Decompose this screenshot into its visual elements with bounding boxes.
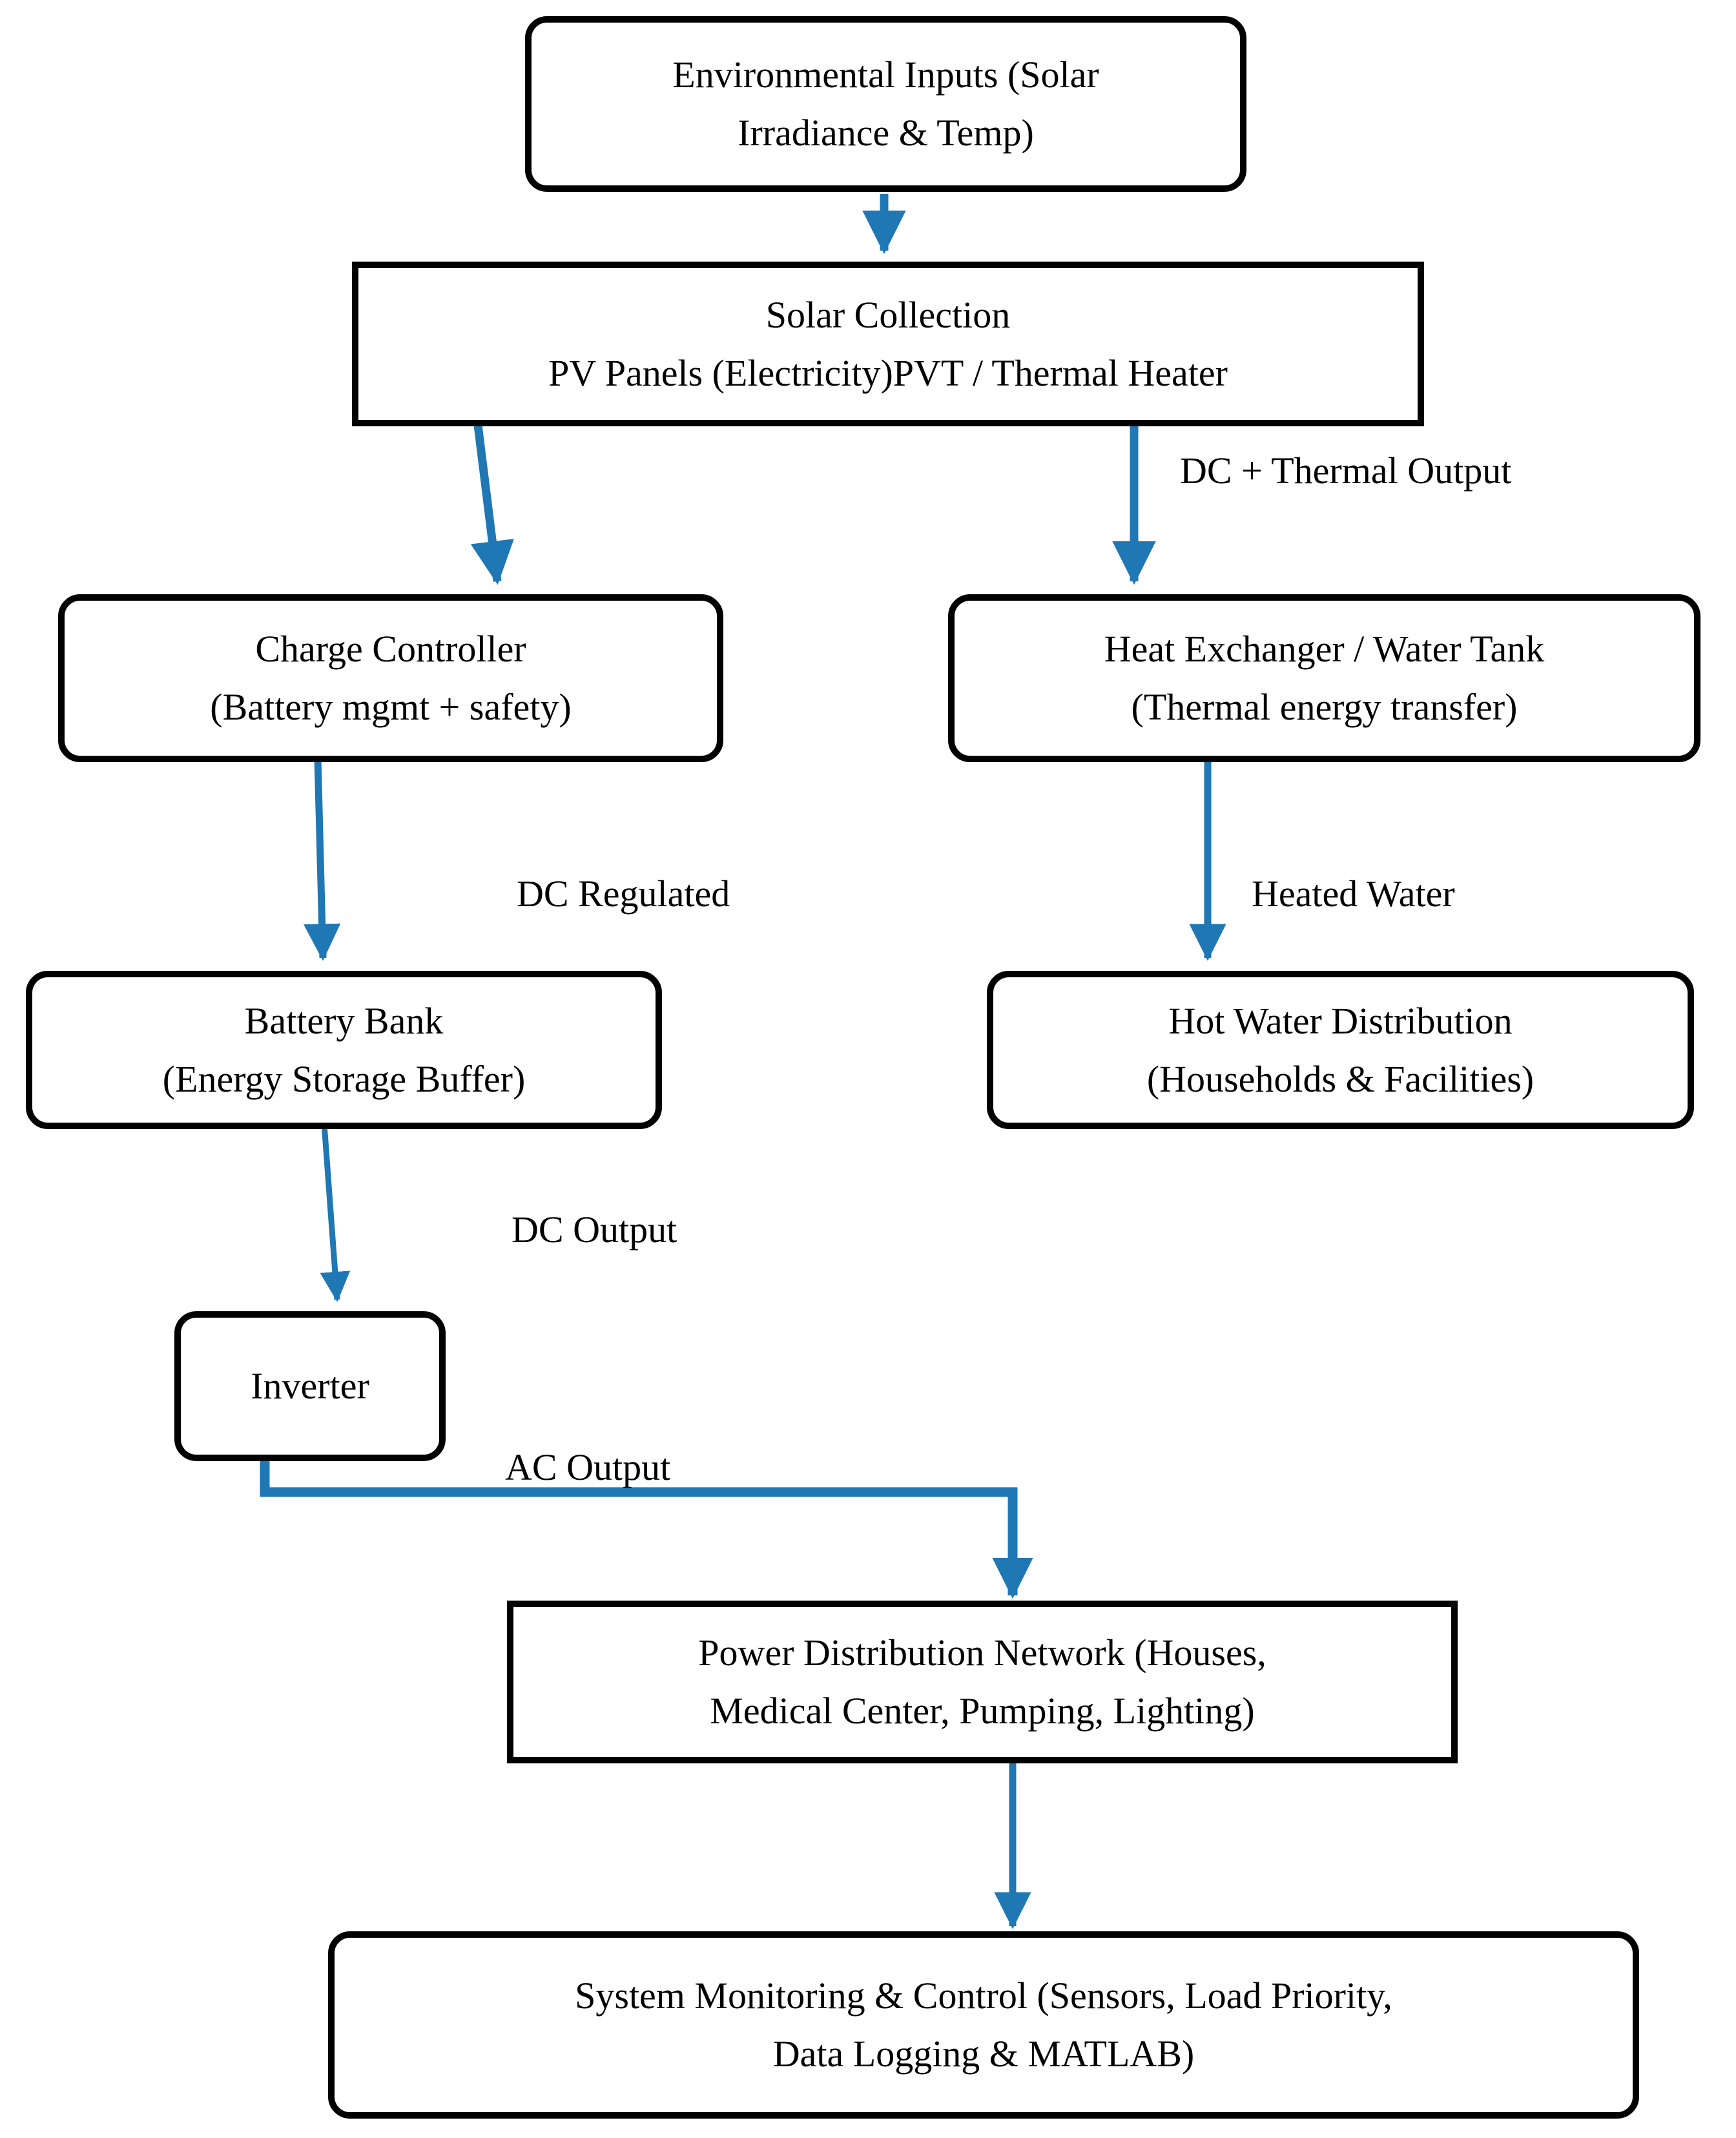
- node-system-monitoring-line1: System Monitoring & Control (Sensors, Lo…: [575, 1975, 1392, 2017]
- edge-label-dc-thermal-output: DC + Thermal Output: [1180, 450, 1512, 492]
- node-inverter[interactable]: Inverter: [174, 1311, 446, 1461]
- node-heat-exchanger-line1: Heat Exchanger / Water Tank: [1104, 628, 1545, 670]
- node-solar-collection[interactable]: Solar Collection PV Panels (Electricity)…: [352, 262, 1424, 426]
- edge-label-dc-output: DC Output: [512, 1209, 677, 1251]
- node-solar-collection-line1: Solar Collection: [765, 293, 1011, 336]
- node-power-distribution-line1: Power Distribution Network (Houses,: [698, 1632, 1266, 1674]
- node-battery-bank-line1: Battery Bank: [244, 999, 444, 1042]
- node-hot-water-distribution[interactable]: Hot Water Distribution (Households & Fac…: [987, 971, 1694, 1129]
- node-inverter-label: Inverter: [251, 1365, 369, 1407]
- edge-charge-to-battery: [304, 758, 341, 961]
- node-heat-exchanger-line2: (Thermal energy transfer): [1131, 686, 1518, 728]
- node-environmental-inputs[interactable]: Environmental Inputs (Solar Irradiance &…: [525, 16, 1246, 192]
- node-heat-exchanger[interactable]: Heat Exchanger / Water Tank (Thermal ene…: [948, 594, 1700, 762]
- edge-label-ac-output: AC Output: [505, 1446, 671, 1488]
- node-system-monitoring-line2: Data Logging & MATLAB): [772, 2033, 1195, 2075]
- node-system-monitoring[interactable]: System Monitoring & Control (Sensors, Lo…: [328, 1931, 1639, 2119]
- edge-label-dc-regulated: DC Regulated: [517, 873, 730, 915]
- node-solar-collection-line2: PV Panels (Electricity)PVT / Thermal Hea…: [548, 351, 1228, 394]
- node-battery-bank-line2: (Energy Storage Buffer): [162, 1057, 526, 1100]
- edge-label-heated-water: Heated Water: [1252, 873, 1455, 915]
- node-power-distribution-line2: Medical Center, Pumping, Lighting): [710, 1690, 1255, 1732]
- node-hot-water-distribution-line1: Hot Water Distribution: [1168, 999, 1513, 1042]
- node-environmental-inputs-line2: Irradiance & Temp): [738, 112, 1034, 154]
- edge-battery-to-inverter: [320, 1123, 351, 1302]
- node-charge-controller-line2: (Battery mgmt + safety): [210, 686, 572, 728]
- node-charge-controller-line1: Charge Controller: [255, 628, 526, 670]
- node-power-distribution[interactable]: Power Distribution Network (Houses, Medi…: [507, 1601, 1458, 1763]
- edge-solar-to-charge: [470, 424, 514, 585]
- node-hot-water-distribution-line2: (Households & Facilities): [1146, 1057, 1534, 1100]
- node-environmental-inputs-line1: Environmental Inputs (Solar: [672, 54, 1099, 96]
- node-charge-controller[interactable]: Charge Controller (Battery mgmt + safety…: [58, 594, 723, 762]
- node-battery-bank[interactable]: Battery Bank (Energy Storage Buffer): [26, 971, 662, 1129]
